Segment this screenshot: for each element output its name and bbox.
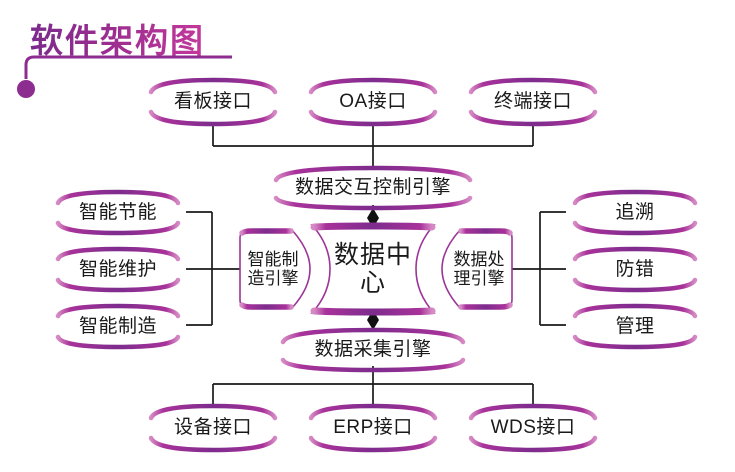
connector-lines — [186, 124, 566, 406]
node-frame-oa-interface[interactable] — [308, 77, 438, 127]
node-frame-management[interactable] — [572, 303, 698, 350]
node-frame-kanban-interface[interactable] — [148, 77, 278, 127]
node-frame-smart-energy-saving[interactable] — [55, 189, 181, 236]
node-frame-error-proofing[interactable] — [572, 246, 698, 293]
node-frame-traceability[interactable] — [572, 189, 698, 236]
node-frame-data-processing-engine[interactable] — [441, 228, 513, 310]
title-accent-dot — [17, 80, 35, 98]
node-frame-erp-interface[interactable] — [308, 403, 438, 453]
page-title: 软件架构图 — [30, 14, 205, 62]
node-frame-equipment-interface[interactable] — [148, 403, 278, 453]
node-frame-data-center[interactable] — [310, 222, 436, 316]
node-frame-data-collection-engine[interactable] — [280, 327, 466, 373]
node-frame-wds-interface[interactable] — [468, 403, 598, 453]
node-frame-terminal-interface[interactable] — [468, 77, 598, 127]
node-frame-smart-manufacturing-engine[interactable] — [239, 228, 311, 310]
node-frame-data-exchange-control-engine[interactable] — [273, 165, 473, 211]
title-decoration — [17, 10, 232, 98]
node-frame-smart-manufacturing[interactable] — [55, 303, 181, 350]
node-frame-smart-maintenance[interactable] — [55, 246, 181, 293]
